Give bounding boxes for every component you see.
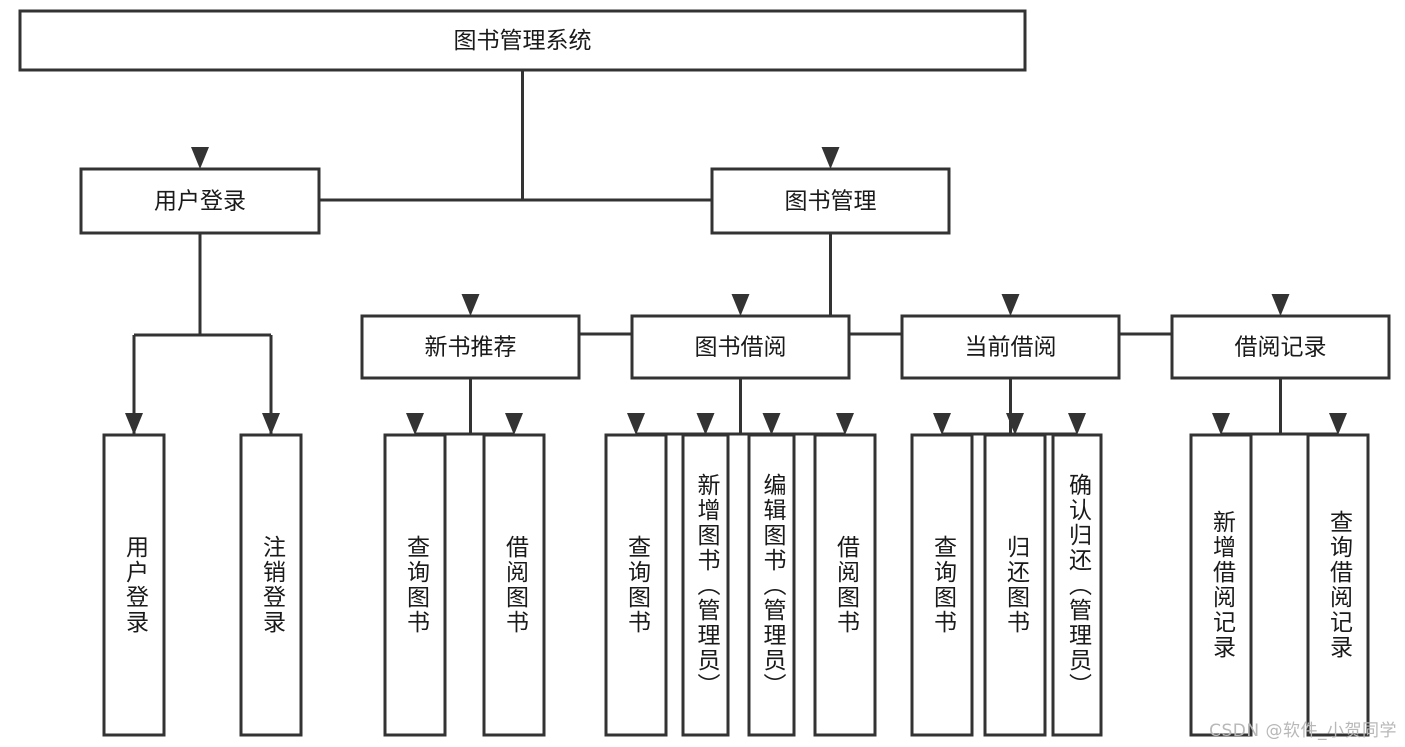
node-box-leaf-confirm-return[interactable]	[1051, 433, 1103, 737]
node-box-leaf-query-book-2[interactable]	[604, 433, 668, 737]
node-box-book-manage[interactable]	[710, 167, 951, 235]
node-box-user-login[interactable]	[79, 167, 321, 235]
node-box-leaf-edit-book[interactable]	[747, 433, 796, 737]
arrow-head-book-borrow-1	[696, 413, 715, 435]
node-label-user-login: 用户登录	[154, 189, 246, 215]
node-box-root[interactable]	[18, 9, 1027, 72]
watermark-text: CSDN @软件_小贺同学	[1209, 721, 1397, 741]
node-box-leaf-add-record[interactable]	[1189, 433, 1253, 737]
arrow-head-book-manage-2	[1001, 294, 1020, 316]
arrow-head-current-borrow-1	[1006, 413, 1024, 435]
node-label-current-borrow: 当前借阅	[965, 335, 1057, 361]
arrow-head-root-1	[821, 147, 840, 169]
arrow-head-book-manage-0	[461, 294, 480, 316]
node-box-leaf-query-record[interactable]	[1306, 433, 1370, 737]
arrow-head-new-book-rec-1	[505, 413, 523, 435]
node-box-leaf-query-book-3[interactable]	[910, 433, 974, 737]
arrow-head-book-borrow-3	[836, 413, 854, 435]
arrow-head-user-login-1	[262, 413, 280, 435]
node-label-book-manage: 图书管理	[785, 189, 877, 215]
arrow-head-book-manage-3	[1271, 294, 1290, 316]
arrow-head-borrow-record-1	[1329, 413, 1347, 435]
node-box-new-book-rec[interactable]	[360, 314, 581, 380]
node-label-borrow-record: 借阅记录	[1235, 335, 1327, 361]
arrow-head-book-borrow-0	[627, 413, 645, 435]
node-box-leaf-query-book-1[interactable]	[383, 433, 447, 737]
arrow-head-current-borrow-0	[933, 413, 951, 435]
node-box-leaf-return-book[interactable]	[983, 433, 1047, 737]
node-box-leaf-logout[interactable]	[239, 433, 303, 737]
node-label-book-borrow: 图书借阅	[695, 335, 787, 361]
connectors-layer	[125, 70, 1347, 436]
arrow-head-user-login-0	[125, 413, 143, 435]
node-box-leaf-borrow-book-1[interactable]	[482, 433, 546, 737]
node-label-new-book-rec: 新书推荐	[425, 335, 517, 361]
arrow-head-root-0	[191, 147, 209, 169]
node-box-leaf-add-book[interactable]	[681, 433, 730, 737]
arrow-head-borrow-record-0	[1212, 413, 1230, 435]
arrow-head-book-borrow-2	[762, 413, 781, 435]
node-box-borrow-record[interactable]	[1170, 314, 1391, 380]
arrow-head-current-borrow-2	[1068, 413, 1086, 435]
boxes-layer	[18, 9, 1391, 737]
node-box-current-borrow[interactable]	[900, 314, 1121, 380]
arrow-head-new-book-rec-0	[406, 413, 424, 435]
node-label-root: 图书管理系统	[454, 28, 592, 54]
node-box-leaf-user-login[interactable]	[102, 433, 166, 737]
node-box-book-borrow[interactable]	[630, 314, 851, 380]
node-box-leaf-borrow-book-2[interactable]	[813, 433, 877, 737]
arrow-head-book-manage-1	[731, 294, 750, 316]
